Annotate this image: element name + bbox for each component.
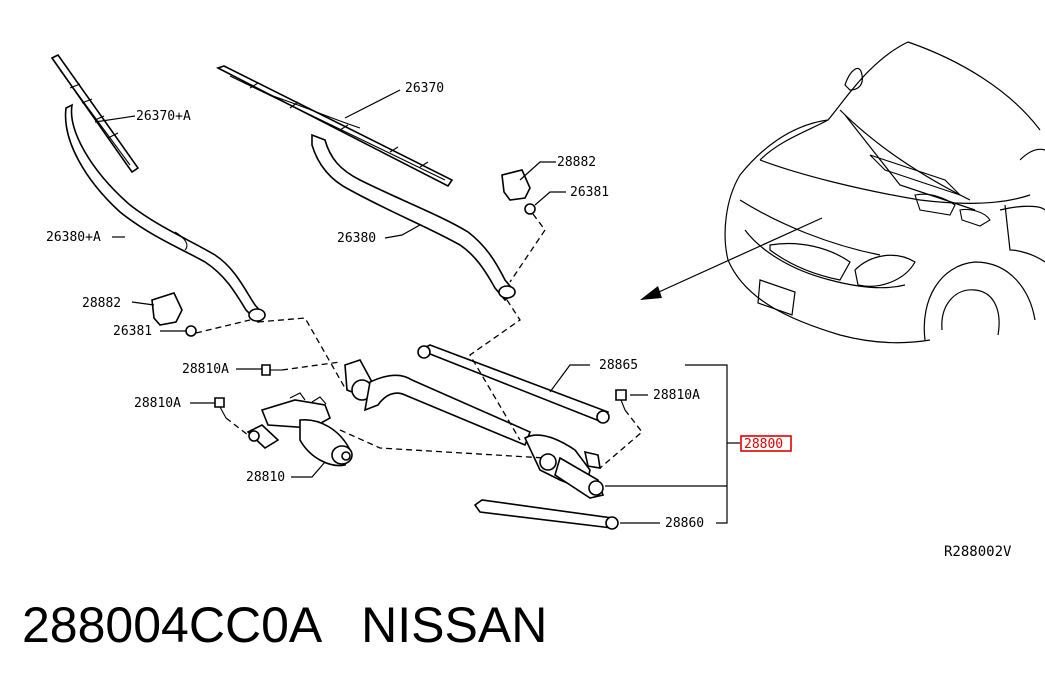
dashed-connector-motor xyxy=(339,429,546,459)
dashed-connector-lh-nut xyxy=(195,319,251,334)
dashed-connector-bolt1 xyxy=(281,361,341,371)
lh-pivot-cap xyxy=(151,292,183,326)
wiper-linkage-assembly xyxy=(344,344,619,530)
motor-bolt-right xyxy=(261,364,282,376)
car-front-illustration xyxy=(640,41,1045,344)
dashed-connector-rh-nut xyxy=(509,213,546,283)
label-26370: 26370 xyxy=(405,81,444,96)
label-28882-rh: 28882 xyxy=(557,155,596,170)
label-28810: 28810 xyxy=(246,470,285,485)
label-28800: 28800 xyxy=(744,437,783,452)
highlight-box xyxy=(740,435,792,452)
rh-wiper-blade xyxy=(215,65,454,188)
dashed-connector-rh-arm xyxy=(469,299,521,441)
motor-bolt-left xyxy=(214,397,227,419)
lh-pivot-nut xyxy=(185,325,197,337)
lh-wiper-blade xyxy=(50,53,140,174)
label-26370a: 26370+A xyxy=(136,109,191,124)
diagram-code: R288002V xyxy=(944,544,1012,560)
label-26380a: 26380+A xyxy=(46,230,101,245)
leader-lines xyxy=(94,89,740,524)
label-28810a-top: 28810A xyxy=(182,362,229,377)
label-28860: 28860 xyxy=(665,516,704,531)
label-26381-lh: 26381 xyxy=(113,324,152,339)
label-28865: 28865 xyxy=(599,358,638,373)
wiper-motor xyxy=(246,392,353,467)
rh-wiper-arm xyxy=(311,133,517,302)
dashed-connector-bolt2 xyxy=(225,417,249,436)
dashed-connector-bolt3 xyxy=(599,409,643,469)
caption-part-number: 288004CC0A xyxy=(22,597,320,653)
lh-wiper-arm xyxy=(64,103,266,324)
pointer-arrow-icon xyxy=(640,286,662,300)
label-28810a-left: 28810A xyxy=(134,396,181,411)
caption-brand: NISSAN xyxy=(361,597,548,653)
rh-pivot-nut xyxy=(524,203,536,215)
label-26381-rh: 26381 xyxy=(570,185,609,200)
linkage-bolt xyxy=(615,389,627,411)
label-26380: 26380 xyxy=(337,231,376,246)
label-28810a-right: 28810A xyxy=(653,388,700,403)
dashed-connector-lh-arm xyxy=(257,317,346,389)
label-28882-lh: 28882 xyxy=(82,296,121,311)
part-caption: 288004CC0A NISSAN xyxy=(22,596,547,654)
